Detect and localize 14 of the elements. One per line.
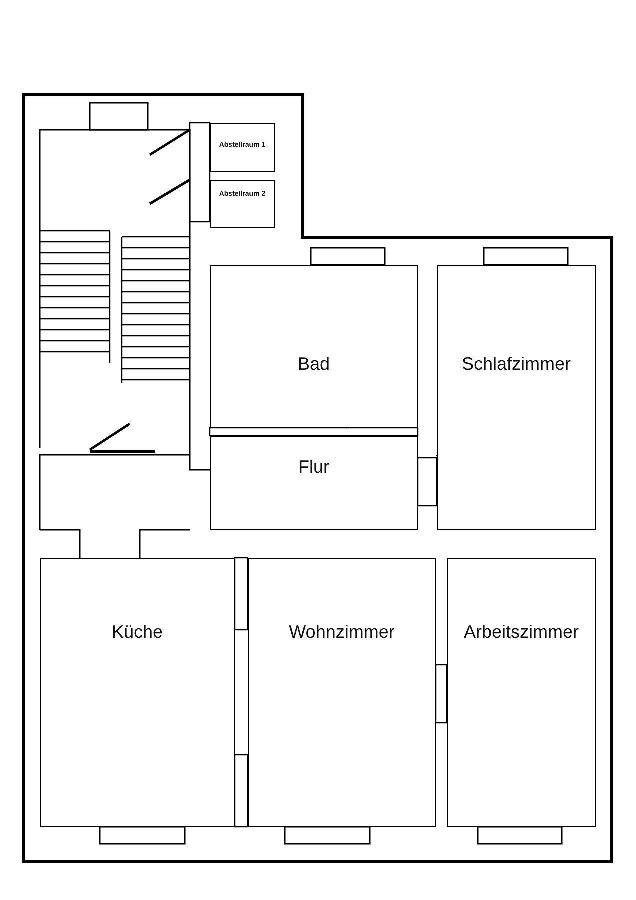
room-outline	[447, 558, 596, 827]
room-name: Flur	[298, 457, 330, 478]
room-outline	[210, 436, 418, 530]
room-name: Arbeitszimmer	[462, 622, 580, 643]
room-name: Schlafzimmer	[460, 354, 572, 375]
room-name: Wohnzimmer	[288, 622, 396, 643]
room-outline	[437, 265, 596, 530]
room-outline	[210, 265, 418, 428]
room-outline	[210, 123, 275, 172]
room-name: Bad	[296, 354, 332, 375]
room-outline	[210, 180, 275, 228]
room-name: Küche	[110, 622, 164, 643]
room-outline	[248, 558, 436, 827]
room-outline	[40, 558, 235, 827]
